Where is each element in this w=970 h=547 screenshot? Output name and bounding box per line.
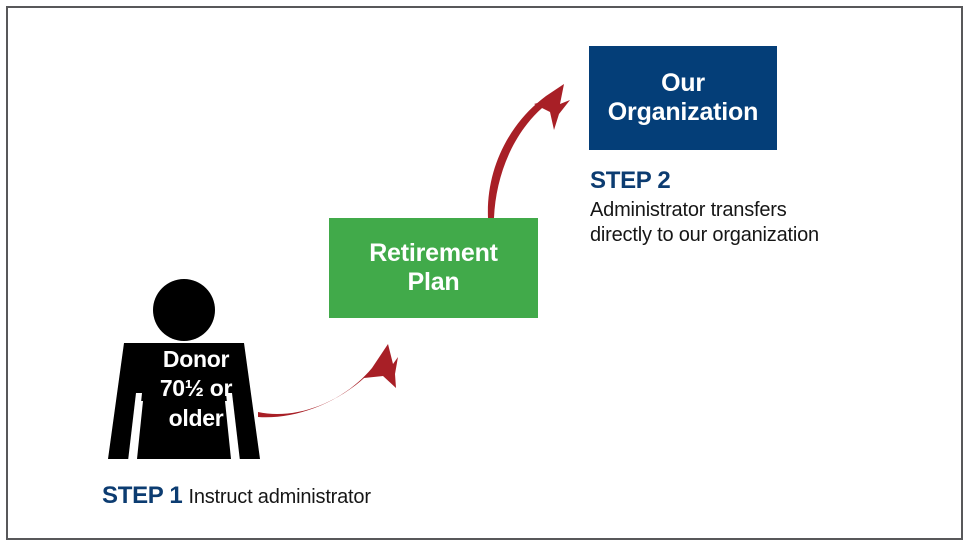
retirement-plan-label-line2: Plan [407, 268, 460, 296]
our-organization-label-line1: Our [661, 69, 705, 97]
step-2-caption: STEP 2 Administrator transfers directly … [590, 167, 910, 248]
step-2-description-line2: directly to our organization [590, 223, 819, 246]
arrow-donor-to-plan-icon [258, 344, 398, 418]
donor-left-gap-sliver [128, 393, 142, 461]
step-2-description-line1: Administrator transfers [590, 198, 787, 221]
step-2-description: Administrator transfers directly to our … [590, 198, 910, 248]
retirement-plan-label: Retirement Plan [369, 239, 498, 297]
step-1-title: STEP 1 [102, 482, 183, 509]
node-our-organization: Our Organization [589, 46, 777, 150]
step-1-description: Instruct administrator [188, 486, 371, 508]
step-2-title: STEP 2 [590, 167, 671, 194]
node-retirement-plan: Retirement Plan [329, 218, 538, 318]
arrow-plan-to-organization-icon [487, 84, 570, 218]
retirement-plan-label-line1: Retirement [369, 239, 498, 267]
our-organization-label-line2: Organization [607, 98, 759, 126]
diagram-frame: Our Organization Retirement Plan STEP 2 … [6, 6, 963, 540]
our-organization-label: Our Organization [607, 69, 759, 127]
donor-right-gap-sliver [226, 393, 240, 461]
donor-head-icon [153, 279, 215, 341]
donor-torso-front [143, 343, 225, 459]
node-donor-silhouette [108, 279, 260, 461]
